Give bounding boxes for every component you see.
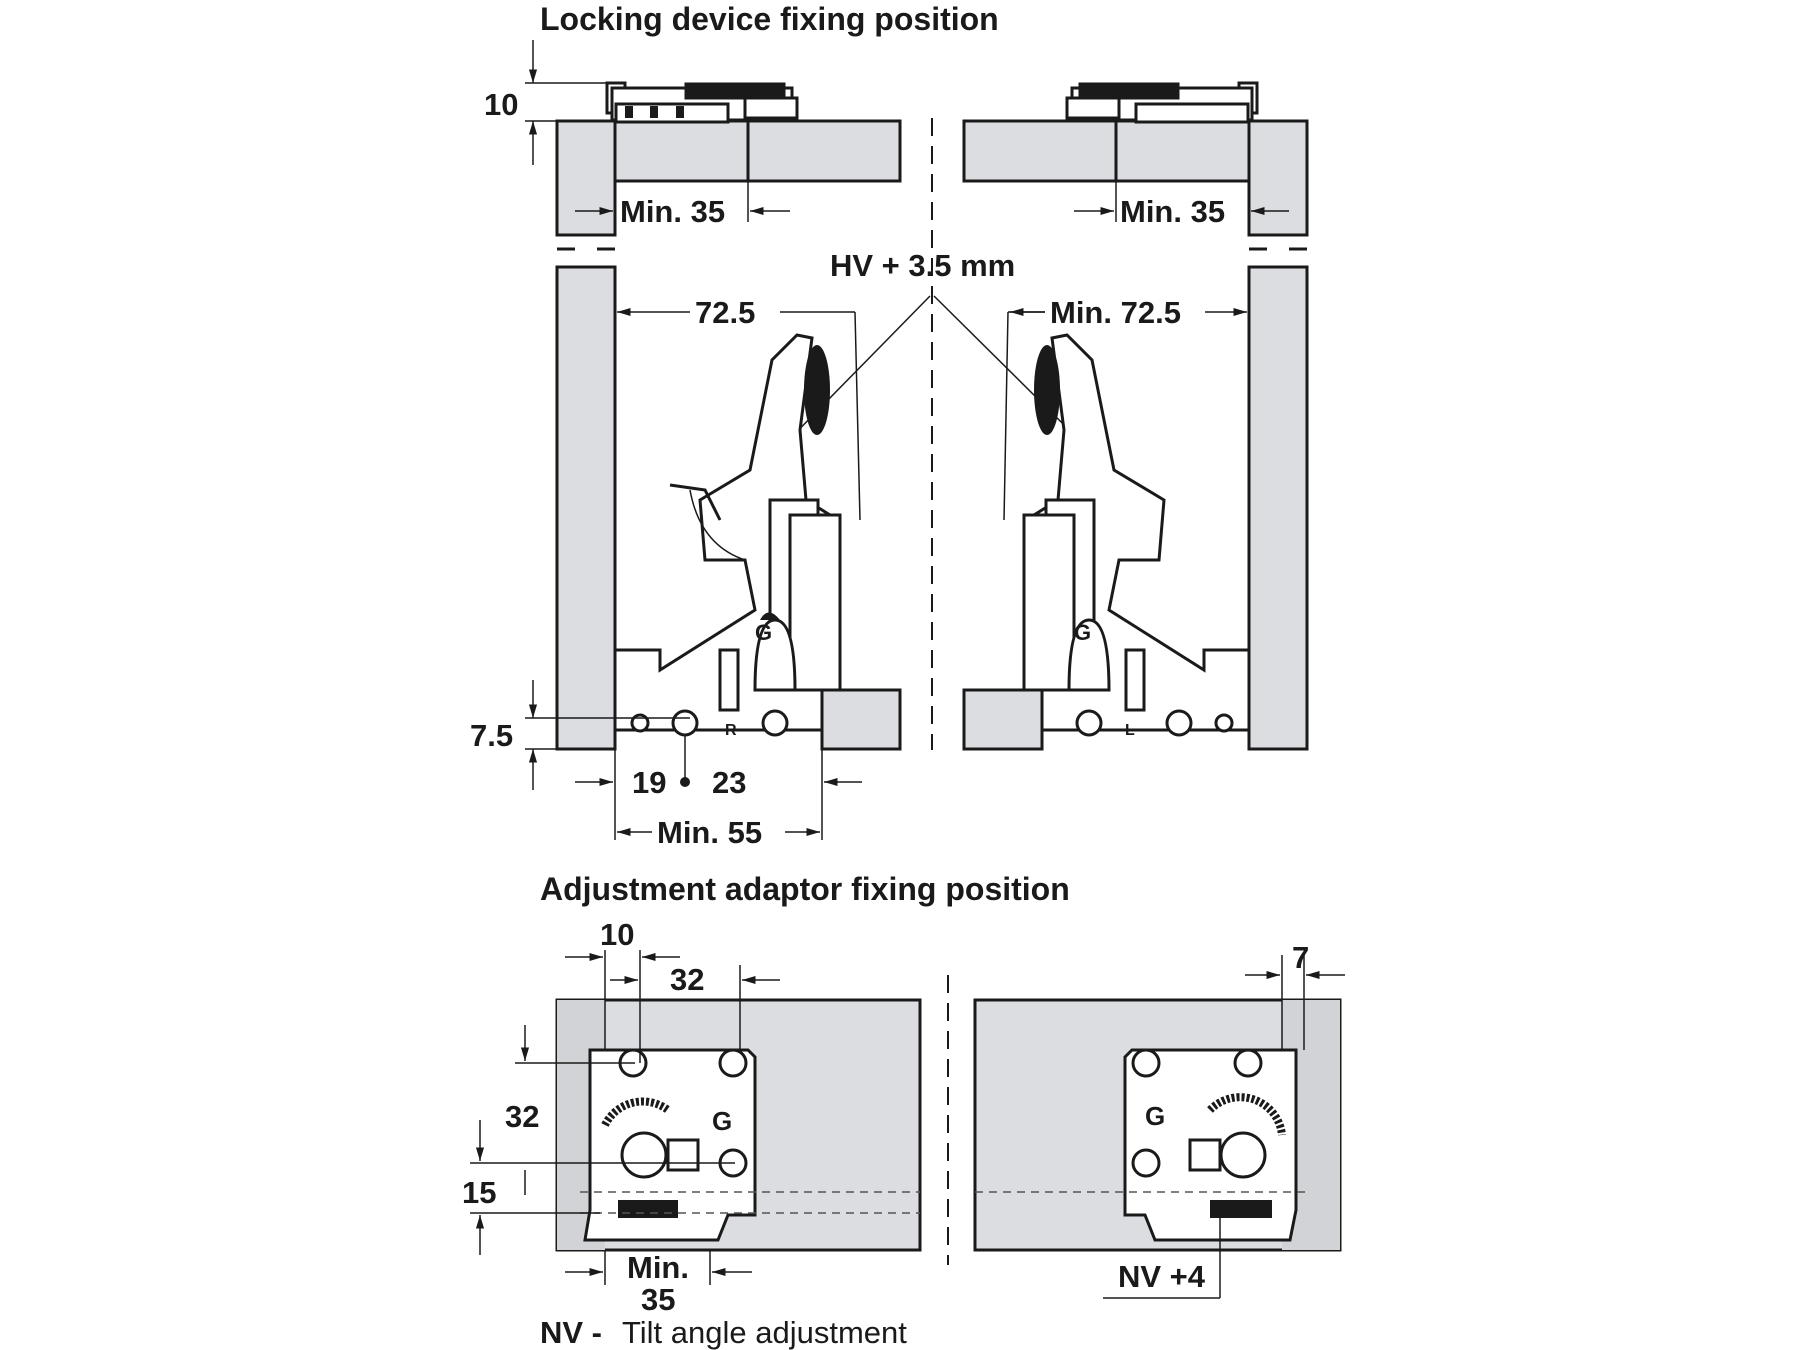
dim-bottom-height: 7.5 [470, 718, 513, 753]
top-view-left: 10 Min. 35 [484, 40, 902, 251]
side-mark: R [725, 722, 737, 739]
locking-device-front: L G [1022, 333, 1251, 739]
side-wall [555, 119, 617, 237]
adaptor-view-right: G 7 NV +4 [973, 940, 1345, 1299]
side-mark: L [1125, 722, 1135, 739]
dim-bottom: 15 [462, 1175, 496, 1210]
side-wall [1247, 119, 1309, 237]
dim-hole-spacing-h: 32 [670, 962, 704, 997]
adaptor-view-left: G 10 32 32 15 Min. 35 [462, 917, 922, 1317]
dim-hole-spacing-v: 32 [505, 1099, 539, 1134]
brand-logo: G [1074, 620, 1091, 645]
dim-top-offset: 10 [600, 917, 634, 952]
nv-label: NV +4 [1118, 1259, 1206, 1294]
section-title-adjustment-adaptor: Adjustment adaptor fixing position [540, 871, 1070, 907]
dim-top-height: 10 [484, 87, 518, 122]
dim-left-min-35: Min. 35 [620, 194, 725, 229]
brand-logo: G [755, 620, 772, 645]
side-wall [1247, 265, 1309, 751]
side-wall [555, 265, 617, 751]
brand-logo: G [1145, 1101, 1165, 1131]
locking-device-top [605, 81, 799, 124]
dim-min-value: 35 [641, 1282, 675, 1317]
drawer-bottom [962, 688, 1044, 751]
dim-hole-left: 19 [632, 765, 666, 800]
legend-abbrev: NV - [540, 1315, 602, 1350]
dim-hole-right: 23 [712, 765, 746, 800]
locking-device-front: R G [613, 333, 842, 739]
brand-logo: G [712, 1106, 732, 1136]
drawer-bottom [820, 688, 902, 751]
front-view-left: R G 72.5 7.5 19 23 Min. 55 [470, 265, 902, 850]
dim-right-width: Min. 72.5 [1050, 295, 1181, 330]
front-view-right: L G Min. 72.5 [962, 265, 1309, 751]
dim-left-width: 72.5 [695, 295, 755, 330]
hv-note: HV + 3.5 mm [830, 248, 1015, 283]
dim-min-label: Min. [627, 1250, 689, 1285]
top-view-right: Min. 35 [962, 81, 1309, 251]
dim-side: 7 [1292, 940, 1309, 975]
legend-description: Tilt angle adjustment [622, 1315, 907, 1350]
dim-right-min-35: Min. 35 [1120, 194, 1225, 229]
legend: NV - Tilt angle adjustment [540, 1315, 907, 1350]
locking-device-top [1065, 81, 1259, 124]
dim-min-55: Min. 55 [657, 815, 762, 850]
section-title-locking-device: Locking device fixing position [540, 1, 999, 37]
